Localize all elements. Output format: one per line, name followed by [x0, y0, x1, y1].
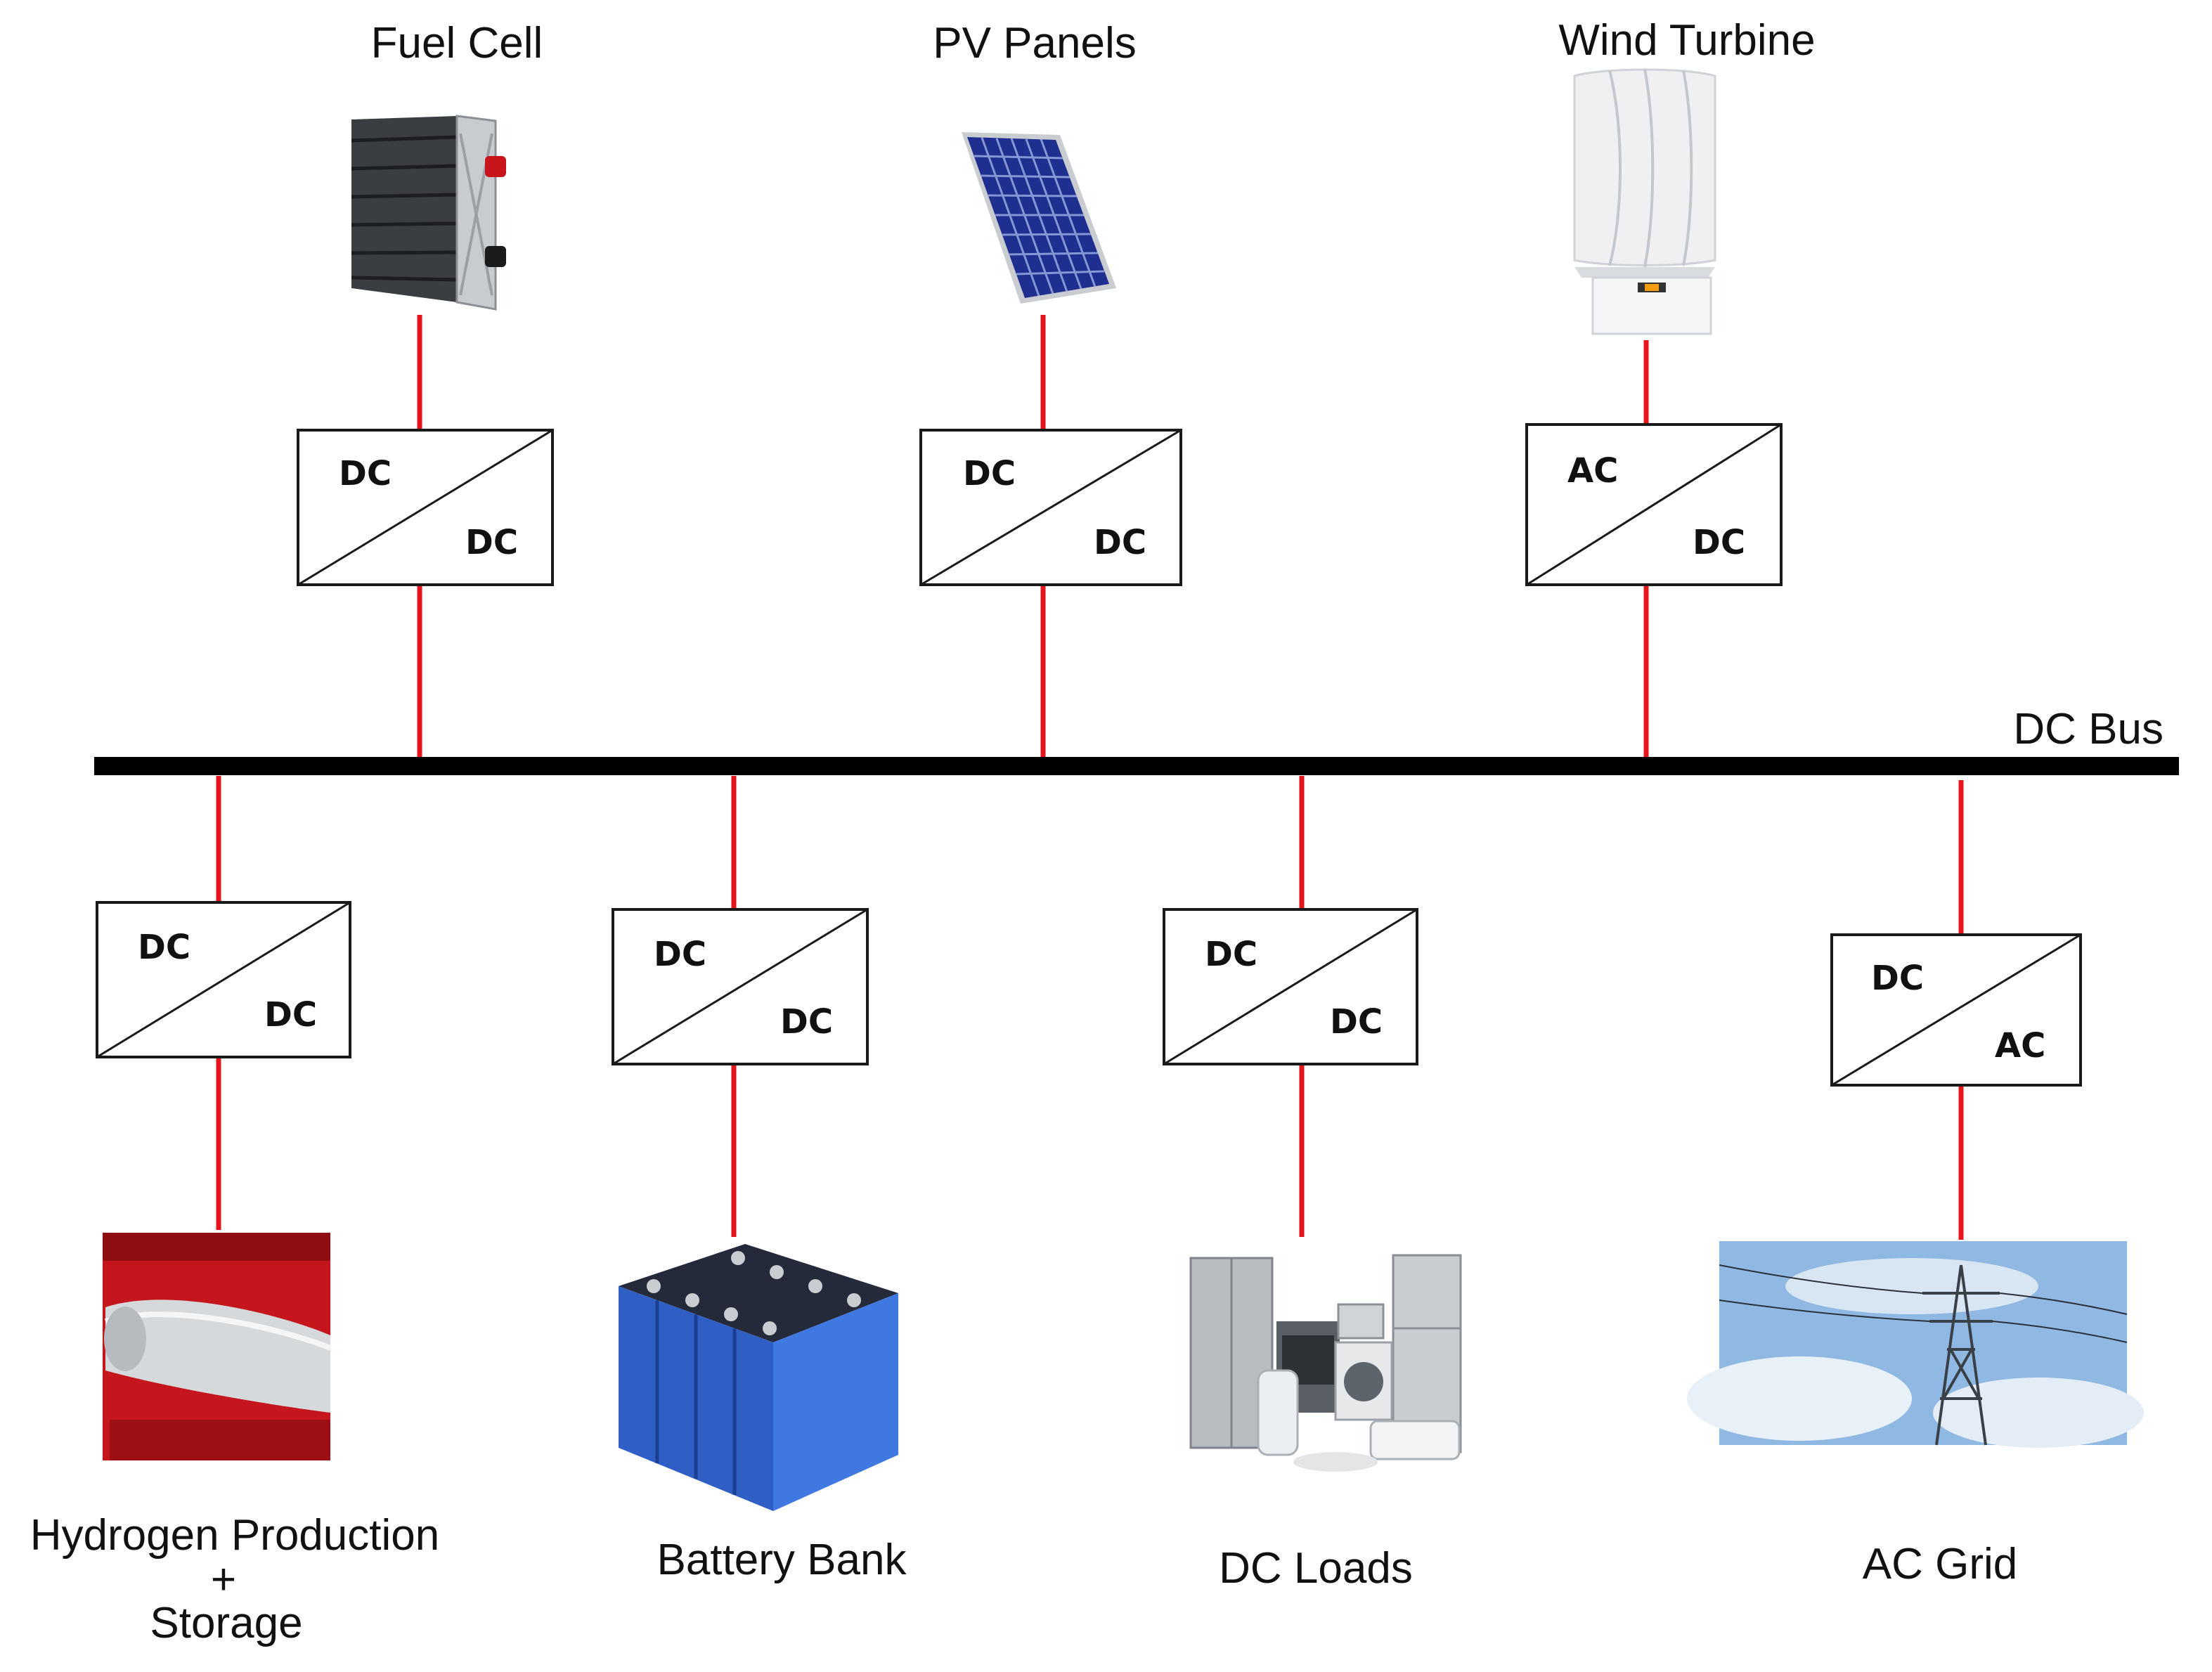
- fuel-cell-label: Fuel Cell: [371, 19, 543, 67]
- converter-input-label: DC: [1205, 935, 1257, 974]
- hydrogen-tank-icon: [103, 1233, 332, 1460]
- hydrogen-label-line-3: Storage: [150, 1599, 302, 1647]
- dc-loads-label: DC Loads: [1219, 1544, 1413, 1593]
- battery-converter: DC DC: [612, 908, 869, 1065]
- ac-grid-converter: DC AC: [1830, 933, 2082, 1087]
- home-appliances-icon: [1189, 1254, 1462, 1472]
- converter-input-label: DC: [1871, 959, 1924, 998]
- converter-output-label: DC: [1330, 1002, 1383, 1042]
- hydrogen-converter: DC DC: [96, 901, 351, 1058]
- dc-loads-converter: DC DC: [1163, 908, 1418, 1065]
- converter-input-label: DC: [339, 454, 392, 493]
- battery-cells-icon: [619, 1244, 898, 1511]
- battery-bank-label: Battery Bank: [657, 1536, 907, 1584]
- lower-wires: [216, 776, 1964, 1240]
- converter-input-label: DC: [963, 454, 1016, 493]
- vertical-wind-turbine-icon: [1573, 68, 1716, 335]
- converter-output-label: DC: [465, 523, 518, 562]
- wind-converter: AC DC: [1525, 423, 1783, 586]
- converter-input-label: DC: [138, 928, 190, 967]
- pv-panels-label: PV Panels: [933, 19, 1137, 67]
- fuel-cell-converter: DC DC: [297, 429, 554, 586]
- converter-output-label: DC: [264, 995, 317, 1035]
- wind-turbine-label: Wind Turbine: [1558, 16, 1815, 65]
- hydrogen-label-line-2: +: [211, 1555, 236, 1604]
- converter-output-label: DC: [1094, 523, 1146, 562]
- converter-output-label: DC: [780, 1002, 833, 1042]
- pv-converter: DC DC: [919, 429, 1182, 586]
- converter-output-label: AC: [1995, 1026, 2045, 1065]
- ac-grid-label: AC Grid: [1863, 1540, 2017, 1588]
- upper-wires: [417, 315, 1649, 758]
- converter-output-label: DC: [1693, 523, 1745, 562]
- fuel-cell-stack-icon: [351, 115, 506, 311]
- dc-bus-label: DC Bus: [2013, 705, 2164, 753]
- converter-input-label: DC: [654, 935, 706, 974]
- solar-panel-icon: [962, 132, 1116, 304]
- converter-input-label: AC: [1567, 451, 1618, 491]
- hydrogen-label-line-1: Hydrogen Production: [30, 1511, 439, 1560]
- transmission-tower-icon: [1687, 1241, 2144, 1448]
